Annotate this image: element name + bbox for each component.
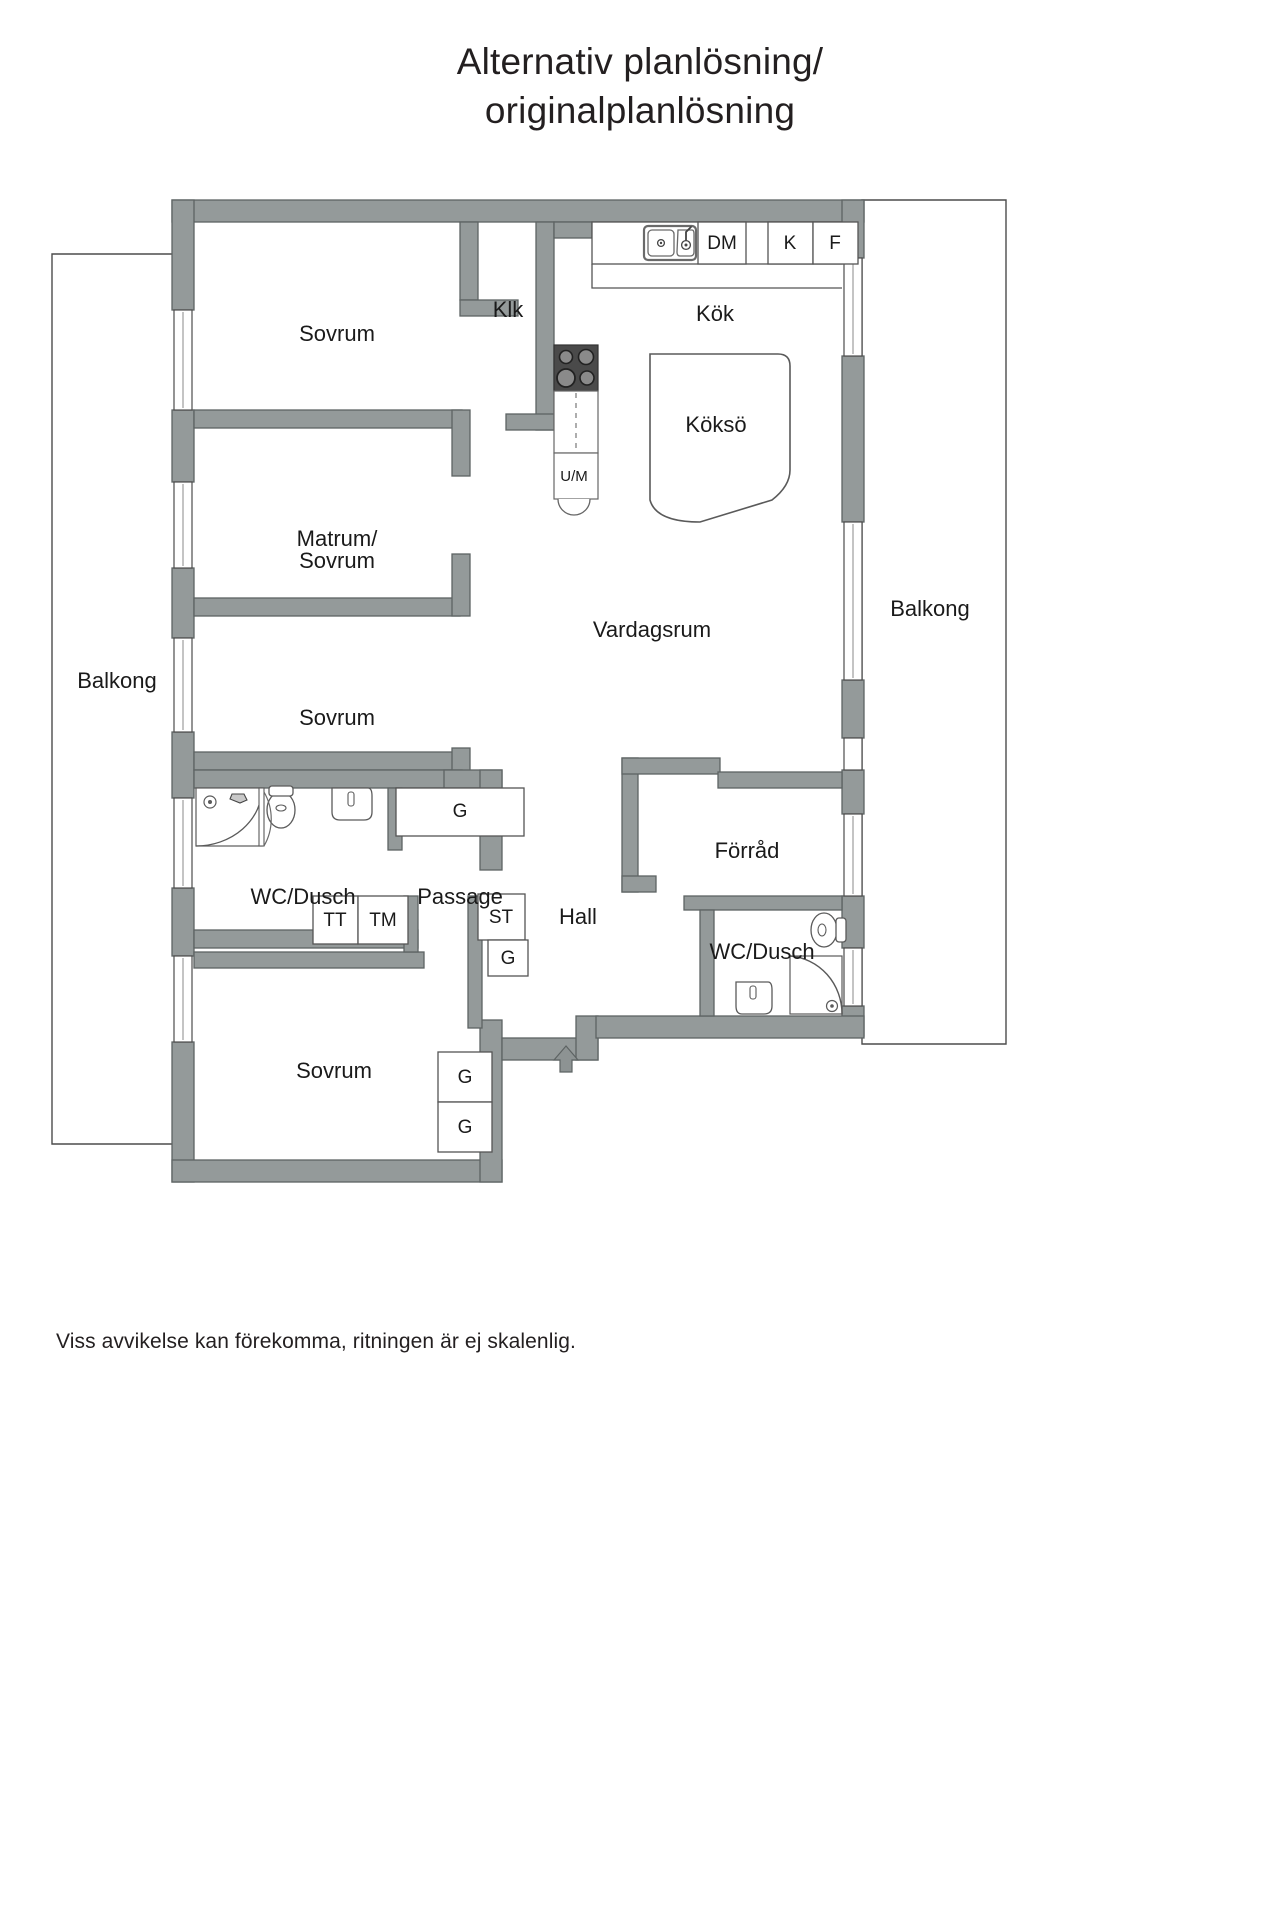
kitchen-island-icon (649, 353, 791, 523)
storage-label-g-bed-2: G (458, 1117, 473, 1138)
floor-plan-drawing: DM K F U/M (0, 170, 1280, 1250)
room-label-klk: Klk (493, 297, 525, 322)
room-label-passage: Passage (417, 884, 503, 909)
room-labels: Sovrum Klk Kök Köksö Matrum/ Sovrum Sovr… (77, 297, 970, 1083)
balcony-outlines (51, 199, 1007, 1145)
storage-label-tm: TM (369, 910, 396, 931)
appliance-label-f: F (829, 233, 841, 254)
kitchen-counter-outline (591, 264, 842, 289)
page-title: Alternativ planlösning/ originalplanlösn… (0, 38, 1280, 136)
apartment-walls (171, 199, 865, 1183)
room-label-sovrum-mid: Sovrum (299, 705, 375, 730)
storage-label-g-passage: G (453, 801, 468, 822)
wc-dusch-left-fixtures (195, 785, 373, 847)
room-label-kokso: Köksö (685, 412, 746, 437)
room-label-wc-dusch-right: WC/Dusch (709, 939, 814, 964)
storage-label-tt: TT (323, 910, 347, 931)
room-label-matrum-line-2: Sovrum (299, 548, 375, 573)
storage-label-g-hall: G (501, 948, 516, 969)
storage-label-um: U/M (560, 468, 588, 485)
room-label-hall: Hall (559, 904, 597, 929)
room-label-vardagsrum: Vardagsrum (593, 617, 711, 642)
windows (173, 257, 863, 1043)
sink-double-icon (642, 224, 698, 262)
disclaimer-text: Viss avvikelse kan förekomma, ritningen … (56, 1330, 576, 1353)
room-label-sovrum-top: Sovrum (299, 321, 375, 346)
room-label-sovrum-bottom: Sovrum (296, 1058, 372, 1083)
appliance-label-k: K (784, 233, 797, 254)
stove-4-burner-icon (553, 344, 599, 392)
title-line-2: originalplanlösning (484, 89, 796, 131)
room-label-balkong-left: Balkong (77, 668, 157, 693)
room-label-matrum-line-1: Matrum/ (297, 526, 379, 551)
appliance-label-boxes: DM K F (697, 221, 859, 265)
room-label-forrad: Förråd (715, 838, 780, 863)
entrance-arrow-icon (552, 1045, 580, 1073)
room-label-balkong-right: Balkong (890, 596, 970, 621)
storage-label-g-bed-1: G (458, 1067, 473, 1088)
hall-storage-boxes: ST G (477, 893, 529, 977)
passage-storage-box: G (395, 787, 525, 837)
wc-dusch-right-fixtures (735, 912, 847, 1015)
title-line-1: Alternativ planlösning/ (456, 41, 824, 82)
bedroom-storage-boxes: G G (437, 1051, 493, 1153)
laundry-boxes: TT TM (312, 895, 409, 945)
storage-label-st: ST (489, 907, 514, 928)
room-label-wc-dusch-left: WC/Dusch (250, 884, 355, 909)
room-label-kok: Kök (696, 301, 735, 326)
kitchen-base-cabinets: U/M (553, 390, 599, 516)
appliance-label-dm: DM (707, 233, 737, 254)
